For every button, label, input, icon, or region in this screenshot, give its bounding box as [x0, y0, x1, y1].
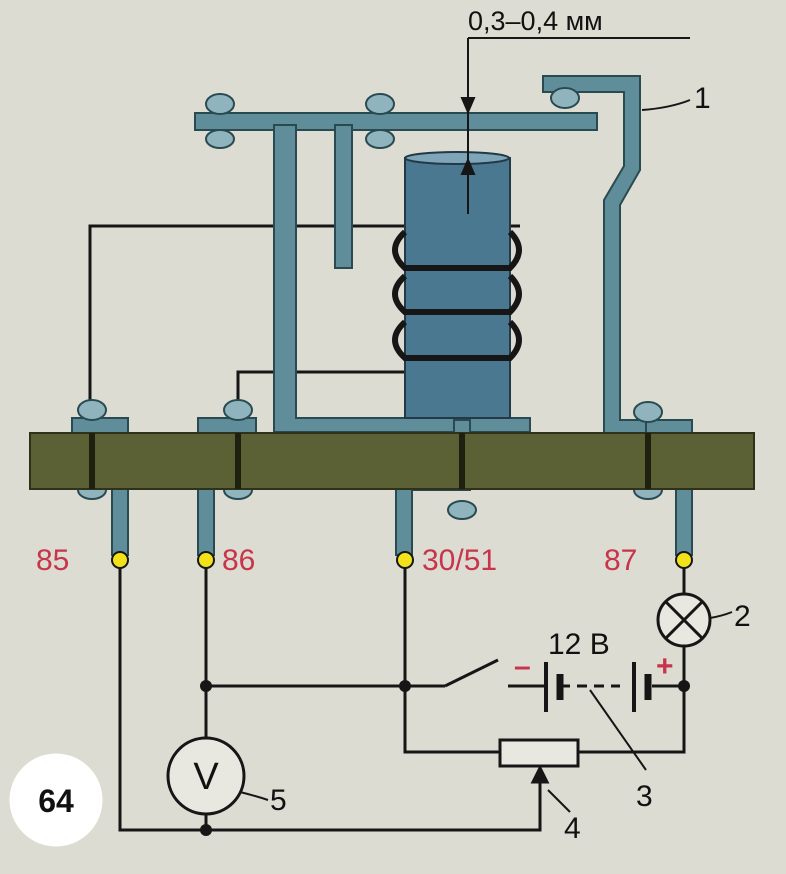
rivet — [205, 129, 235, 149]
base-board — [29, 432, 755, 490]
terminal-30-dot — [396, 551, 414, 569]
figure-number: 64 — [38, 783, 74, 819]
lamp-cross — [664, 600, 704, 640]
callout-5: 5 — [270, 784, 287, 817]
rivet — [633, 401, 663, 423]
battery-plus-sign: + — [656, 650, 674, 683]
switch-blade — [444, 658, 499, 688]
callout-5-leader — [239, 791, 269, 801]
terminal-85-dot — [111, 551, 129, 569]
callout-2-leader — [709, 611, 733, 619]
wire-30-to-rheostat — [403, 563, 500, 754]
hinge-tab — [334, 124, 353, 269]
rheostat-wiper — [530, 764, 550, 790]
wire-rheostat-right — [578, 686, 686, 754]
winding — [392, 229, 522, 271]
junction — [678, 680, 690, 692]
terminal-85-label: 85 — [36, 544, 69, 577]
callout-2: 2 — [734, 600, 751, 633]
winding — [392, 273, 522, 315]
battery-minus-sign: – — [514, 650, 531, 683]
wire-85-bottom — [118, 563, 542, 832]
battery-voltage-label: 12 В — [548, 628, 610, 661]
coil-core — [404, 157, 511, 419]
winding — [392, 319, 522, 361]
terminal-dots — [111, 551, 693, 569]
battery-icon — [544, 662, 652, 712]
rivet — [205, 93, 235, 115]
wiper-arrow — [530, 764, 550, 784]
gap-label: 0,3–0,4 мм — [468, 6, 603, 36]
rivet — [550, 87, 580, 109]
coil-lead-85 — [88, 224, 520, 430]
voltmeter-icon — [166, 736, 246, 816]
coil-winding — [392, 229, 522, 361]
gap-dimension — [460, 37, 690, 214]
voltmeter-symbol: V — [193, 756, 219, 798]
rivet — [365, 93, 395, 115]
rivet — [365, 129, 395, 149]
callout-3-leader — [589, 689, 647, 771]
terminal-87-label: 87 — [604, 544, 637, 577]
callout-4-leader — [547, 789, 571, 813]
gap-arrow-up — [460, 157, 476, 175]
lamp-icon — [656, 592, 712, 648]
figure-badge — [9, 753, 103, 847]
rivet — [77, 399, 107, 421]
callout-3: 3 — [636, 780, 653, 813]
rivet — [223, 399, 253, 421]
callout-4: 4 — [564, 812, 581, 845]
junction — [200, 824, 212, 836]
junction — [399, 680, 411, 692]
junction — [200, 680, 212, 692]
junctions — [200, 680, 690, 836]
terminal-86-label: 86 — [222, 544, 255, 577]
gap-arrow-down — [460, 97, 476, 115]
rivet — [447, 500, 477, 520]
board-pins — [89, 433, 651, 489]
terminal-86-dot — [197, 551, 215, 569]
core-top — [404, 151, 510, 165]
terminal-87-dot — [675, 551, 693, 569]
armature-plate — [194, 112, 598, 131]
callout-1: 1 — [694, 82, 711, 115]
rheostat-body — [498, 738, 580, 768]
callout-1-leader — [641, 99, 691, 111]
terminal-30-label: 30/51 — [422, 544, 497, 577]
